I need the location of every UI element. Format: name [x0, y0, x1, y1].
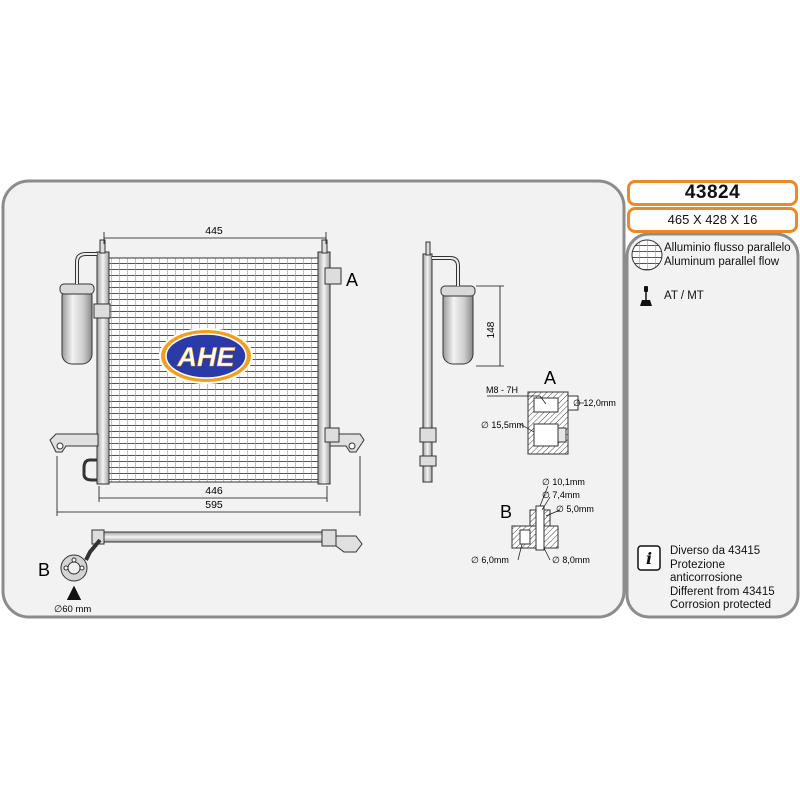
dim-width-core: 446: [205, 485, 223, 497]
transmission-label: AT / MT: [664, 290, 704, 302]
info-icon: i: [637, 545, 661, 571]
detail-b-d6-0: ∅ 6,0mm: [471, 555, 509, 565]
info-panel: [625, 232, 800, 619]
svg-text:i: i: [646, 549, 652, 568]
material-line-1: Alluminio flusso parallelo: [664, 242, 791, 254]
note-line-2: Protezione anticorrosione: [670, 558, 743, 585]
brand-logo: AHE: [159, 328, 253, 384]
material-description: Alluminio flusso parallelo Aluminum para…: [664, 242, 791, 269]
material-line-2: Aluminum parallel flow: [664, 255, 780, 268]
dim-width-overall: 595: [205, 499, 223, 511]
receiver-dim-line: [476, 285, 504, 367]
detail-a-d12: ∅ 12,0mm: [573, 398, 616, 408]
dim-width-top: 445: [205, 225, 223, 237]
condenser-bottom-view: [60, 529, 363, 600]
part-number-box: 43824: [627, 180, 798, 206]
detail-a-leaders: [487, 395, 584, 433]
detail-a-marker: A: [346, 270, 358, 290]
detail-a-d15-5: ∅ 15,5mm: [481, 420, 524, 430]
detail-b-section: [511, 505, 559, 551]
detail-b-d5-0: ∅ 5,0mm: [556, 504, 594, 514]
product-note: Diverso da 43415 Protezione anticorrosio…: [670, 545, 800, 613]
condenser-front-view: [49, 239, 365, 485]
condenser-core-icon: [631, 239, 663, 271]
detail-a-section: [527, 391, 579, 455]
note-line-3: Different from 43415: [670, 585, 775, 598]
dimensions: 465 X 428 X 16: [667, 212, 758, 227]
detail-b-d10-1: ∅ 10,1mm: [542, 477, 585, 487]
detail-a-title: A: [544, 368, 556, 388]
detail-a-thread: M8 - 7H: [486, 385, 518, 395]
dim-receiver-height: 148: [486, 321, 497, 338]
part-number: 43824: [684, 182, 741, 203]
detail-b-leaders: [517, 485, 561, 561]
condenser-side-view: [419, 241, 476, 483]
dimension-lines: [56, 232, 361, 516]
fitting-diameter-label: ∅60 mm: [54, 604, 91, 615]
note-line-1: Diverso da 43415: [670, 545, 761, 557]
logo-text: AHE: [176, 342, 235, 372]
detail-b-title: B: [500, 502, 512, 522]
dimensions-box: 465 X 428 X 16: [627, 207, 798, 233]
detail-b-d7-4: ∅ 7,4mm: [542, 490, 580, 500]
detail-b-d8-0: ∅ 8,0mm: [552, 555, 590, 565]
gear-shift-icon: [640, 286, 652, 306]
detail-b-marker: B: [38, 560, 50, 580]
note-line-4: Corrosion protected: [670, 599, 771, 611]
